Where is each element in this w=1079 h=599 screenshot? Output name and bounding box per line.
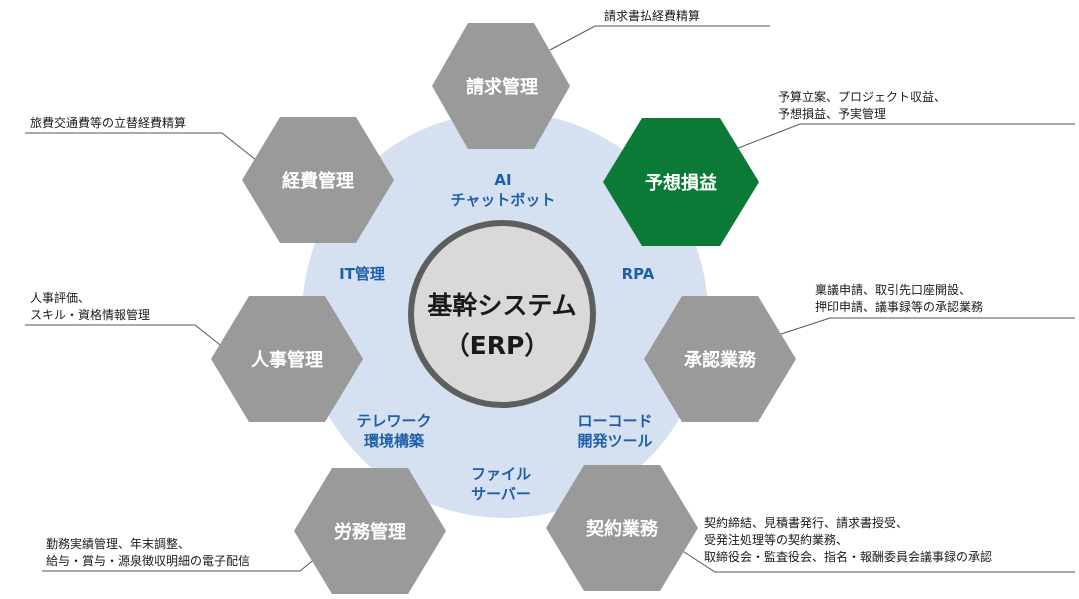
label-forecast: 予想損益 <box>645 172 717 194</box>
note-billing-1: 請求書払経費精算 <box>604 8 700 23</box>
note-approval-1: 稟議申請、取引先口座開設、 <box>815 282 971 297</box>
hex-hr[interactable] <box>211 296 363 422</box>
ring-label-telework-1: テレワーク <box>356 412 431 430</box>
note-forecast-2: 予想損益、予実管理 <box>778 106 886 121</box>
note-contract-2: 受発注処理等の契約業務、 <box>704 532 848 547</box>
ring-label-lowcode-2: 開発ツール <box>577 432 652 450</box>
leader-approval <box>777 317 1075 336</box>
label-expense: 経費管理 <box>282 170 354 192</box>
hex-expense[interactable] <box>242 117 394 243</box>
note-hr-1: 人事評価、 <box>30 290 90 305</box>
label-contract: 契約業務 <box>585 518 659 540</box>
leader-billing <box>549 25 770 51</box>
hex-billing[interactable] <box>432 23 570 149</box>
ring-label-fileserver-1: ファイル <box>471 465 531 483</box>
ring-label-it: IT管理 <box>339 265 385 283</box>
ring-label-rpa: RPA <box>622 265 655 283</box>
annotations: 請求書払経費精算 予算立案、プロジェクト収益、 予想損益、予実管理 稟議申請、取… <box>30 8 992 568</box>
ring-label-ai-1: AI <box>494 171 511 189</box>
note-labor-2: 給与・賞与・源泉徴収明細の電子配信 <box>46 554 250 568</box>
label-labor: 労務管理 <box>334 521 406 543</box>
module-labels: 請求管理 予想損益 承認業務 契約業務 労務管理 人事管理 経費管理 <box>251 76 757 543</box>
leader-expense <box>25 132 257 161</box>
note-hr-2: スキル・資格情報管理 <box>30 307 150 322</box>
leader-hr <box>25 324 225 349</box>
note-contract-3: 取締役会・監査役会、指名・報酬委員会議事録の承認 <box>704 549 992 564</box>
note-contract-1: 契約締結、見積書発行、請求書授受、 <box>704 515 908 530</box>
ring-label-telework-2: 環境構築 <box>364 432 425 450</box>
label-hr: 人事管理 <box>251 349 323 371</box>
leader-contract <box>677 547 1075 573</box>
hex-labor[interactable] <box>294 468 446 594</box>
ring-label-ai-2: チャットボット <box>451 191 556 209</box>
note-expense-1: 旅費交通費等の立替経費精算 <box>30 115 186 130</box>
core-erp-circle[interactable] <box>408 220 596 408</box>
hex-approval[interactable] <box>644 296 796 422</box>
leader-lines <box>25 25 1075 573</box>
ring-labels: AI チャットボット RPA ローコード 開発ツール ファイル サーバー テレワ… <box>339 171 655 503</box>
label-approval: 承認業務 <box>684 349 757 371</box>
module-hexagons <box>211 23 796 594</box>
hex-contract[interactable] <box>546 465 698 591</box>
note-forecast-1: 予算立案、プロジェクト収益、 <box>778 89 946 104</box>
core-subtitle: （ERP） <box>445 331 550 360</box>
ring-label-fileserver-2: サーバー <box>471 485 531 503</box>
note-labor-1: 勤務実績管理、年末調整、 <box>46 536 190 551</box>
hex-forecast[interactable] <box>603 118 759 246</box>
core-title: 基幹システム <box>427 291 576 320</box>
label-billing: 請求管理 <box>466 76 538 98</box>
note-approval-2: 押印申請、議事録等の承認業務 <box>815 299 983 314</box>
leader-forecast <box>727 123 1075 153</box>
ring-label-lowcode-1: ローコード <box>577 412 652 430</box>
